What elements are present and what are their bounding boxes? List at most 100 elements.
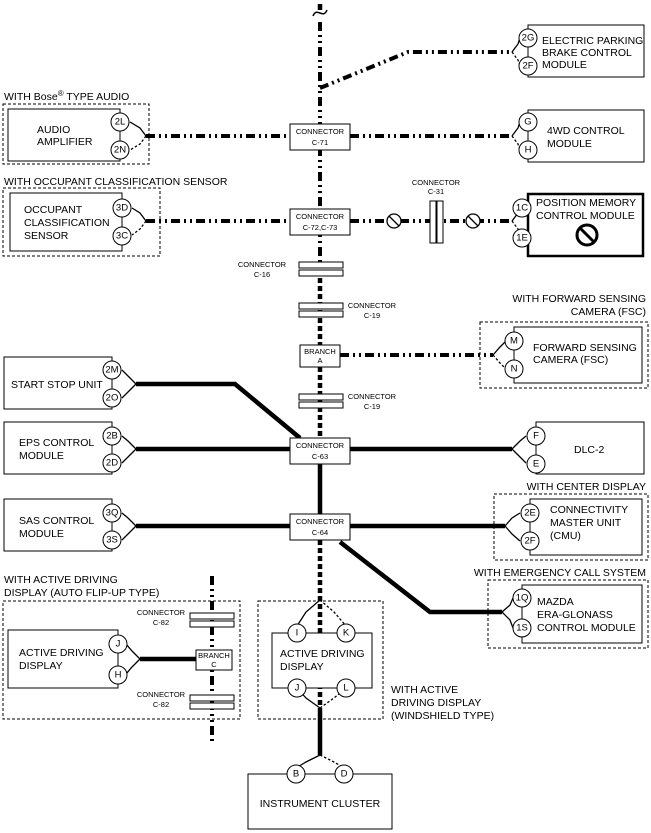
- pin-e: [526, 454, 546, 474]
- svg-text:CAMERA (FSC): CAMERA (FSC): [533, 354, 608, 366]
- pin-j: [287, 678, 307, 698]
- pin-l: [336, 678, 356, 698]
- svg-text:AUDIO: AUDIO: [37, 124, 70, 136]
- group-active-driving-display-flipup-label: WITH ACTIVE DRIVING: [4, 574, 118, 586]
- pin-2f: [520, 531, 540, 551]
- svg-text:CONNECTOR: CONNECTOR: [296, 212, 345, 221]
- prohibited-icon: [386, 213, 402, 229]
- svg-text:C-71: C-71: [312, 138, 328, 147]
- svg-text:ACTIVE DRIVING: ACTIVE DRIVING: [280, 648, 365, 660]
- svg-text:H: H: [525, 145, 532, 156]
- svg-text:E: E: [533, 459, 539, 470]
- pin-2m: [102, 360, 122, 380]
- pin-2l: [110, 112, 130, 132]
- group-occupant-classification-label: WITH OCCUPANT CLASSIFICATION SENSOR: [4, 176, 228, 188]
- pin-3q: [102, 503, 122, 523]
- svg-text:2D: 2D: [106, 458, 118, 469]
- svg-text:POSITION MEMORY: POSITION MEMORY: [536, 197, 636, 209]
- svg-text:CONNECTIVITY: CONNECTIVITY: [550, 504, 628, 516]
- svg-text:CONNECTOR: CONNECTOR: [412, 178, 461, 187]
- svg-text:C-64: C-64: [312, 528, 328, 537]
- pin-k: [336, 623, 356, 643]
- svg-text:CLASSIFICATION: CLASSIFICATION: [24, 217, 110, 229]
- group-active-driving-display-windshield-label: DRIVING DISPLAY: [391, 697, 481, 709]
- pin-2d: [102, 453, 122, 473]
- bus-epb: [319, 50, 512, 90]
- svg-text:C-63: C-63: [312, 452, 328, 461]
- svg-text:I: I: [296, 628, 299, 639]
- group-active-driving-display-windshield-label: (WINDSHIELD TYPE): [391, 710, 494, 722]
- svg-text:H: H: [115, 670, 122, 681]
- svg-text:FORWARD SENSING: FORWARD SENSING: [533, 342, 637, 354]
- svg-text:2M: 2M: [105, 365, 118, 376]
- svg-text:CONNECTOR: CONNECTOR: [137, 690, 186, 699]
- module-epb: 2G 2F ELECTRIC PARKING BRAKE CONTROL MOD…: [511, 24, 645, 78]
- svg-text:MODULE: MODULE: [19, 450, 64, 462]
- svg-text:2N: 2N: [114, 145, 126, 156]
- group-occupant-classification: [2, 187, 161, 257]
- connector-c82-upper: CONNECTOR C-82: [137, 608, 235, 628]
- pin-n: [504, 359, 524, 379]
- svg-text:C-82: C-82: [153, 618, 169, 627]
- pin-1q: [512, 588, 532, 608]
- connector-c63: CONNECTOR C-63: [289, 437, 351, 465]
- svg-text:(CMU): (CMU): [550, 530, 581, 542]
- pin-2o: [102, 388, 122, 408]
- svg-text:M: M: [510, 336, 518, 347]
- svg-text:N: N: [511, 364, 518, 375]
- connector-c71: CONNECTOR C-71: [289, 123, 351, 151]
- svg-text:J: J: [116, 639, 121, 650]
- pin-3d: [112, 198, 132, 218]
- svg-text:MODULE: MODULE: [542, 59, 587, 71]
- svg-text:A: A: [317, 356, 322, 365]
- pin-b: [286, 764, 306, 784]
- svg-text:C-31: C-31: [428, 187, 444, 196]
- svg-text:BRANCH: BRANCH: [198, 651, 230, 660]
- pin-1s: [512, 618, 532, 638]
- pin-f: [526, 426, 546, 446]
- svg-text:3S: 3S: [106, 535, 118, 546]
- pin-1c: [512, 198, 532, 218]
- svg-text:CONNECTOR: CONNECTOR: [238, 260, 287, 269]
- module-dlc2: F E DLC-2: [511, 421, 645, 475]
- group-forward-sensing-camera: [479, 321, 649, 389]
- svg-text:MAZDA: MAZDA: [537, 596, 574, 608]
- module-instrument-cluster: B D INSTRUMENT CLUSTER: [247, 754, 393, 830]
- svg-text:F: F: [533, 431, 539, 442]
- svg-text:BRANCH: BRANCH: [304, 347, 336, 356]
- module-active-driving-display-flipup: J H ACTIVE DRIVING DISPLAY: [7, 629, 141, 689]
- group-bose-audio-label: WITH Bose® TYPE AUDIO: [4, 89, 129, 103]
- connector-c72-c73: CONNECTOR C-72,C-73: [289, 208, 351, 236]
- module-audio-amplifier: 2L 2N AUDIO AMPLIFIER: [7, 108, 147, 162]
- svg-text:INSTRUMENT CLUSTER: INSTRUMENT CLUSTER: [260, 798, 381, 810]
- svg-text:BRAKE CONTROL: BRAKE CONTROL: [542, 47, 632, 59]
- trunk-break-mark: [312, 9, 328, 17]
- svg-text:1C: 1C: [516, 203, 528, 214]
- pin-m: [504, 331, 524, 351]
- group-emergency-call: [487, 579, 649, 649]
- svg-text:MODULE: MODULE: [19, 528, 64, 540]
- pin-i: [287, 623, 307, 643]
- svg-text:MODULE: MODULE: [547, 138, 592, 150]
- pin-2f: [518, 56, 538, 76]
- svg-text:MASTER UNIT: MASTER UNIT: [550, 517, 622, 529]
- svg-text:2F: 2F: [524, 536, 535, 547]
- svg-text:B: B: [293, 769, 299, 780]
- bus-era: [338, 540, 502, 615]
- pin-3s: [102, 530, 122, 550]
- connector-c19-upper: CONNECTOR C-19: [298, 301, 397, 320]
- svg-text:2B: 2B: [106, 431, 118, 442]
- group-center-display: [493, 493, 649, 561]
- module-position-memory: 1C 1E POSITION MEMORY CONTROL MODULE: [511, 192, 645, 258]
- pin-d: [334, 764, 354, 784]
- svg-text:3C: 3C: [116, 231, 128, 242]
- module-era-glonass: 1Q 1S MAZDA ERA-GLONASS CONTROL MODULE: [501, 584, 643, 644]
- svg-text:CONNECTOR: CONNECTOR: [296, 517, 345, 526]
- svg-text:1Q: 1Q: [516, 593, 529, 604]
- svg-text:C-72,C-73: C-72,C-73: [303, 223, 338, 232]
- svg-text:C-19: C-19: [364, 311, 380, 320]
- connector-c31: CONNECTOR C-31: [412, 178, 461, 244]
- svg-text:START STOP UNIT: START STOP UNIT: [11, 379, 103, 391]
- prohibited-icon: [465, 213, 481, 229]
- pin-1e: [512, 228, 532, 248]
